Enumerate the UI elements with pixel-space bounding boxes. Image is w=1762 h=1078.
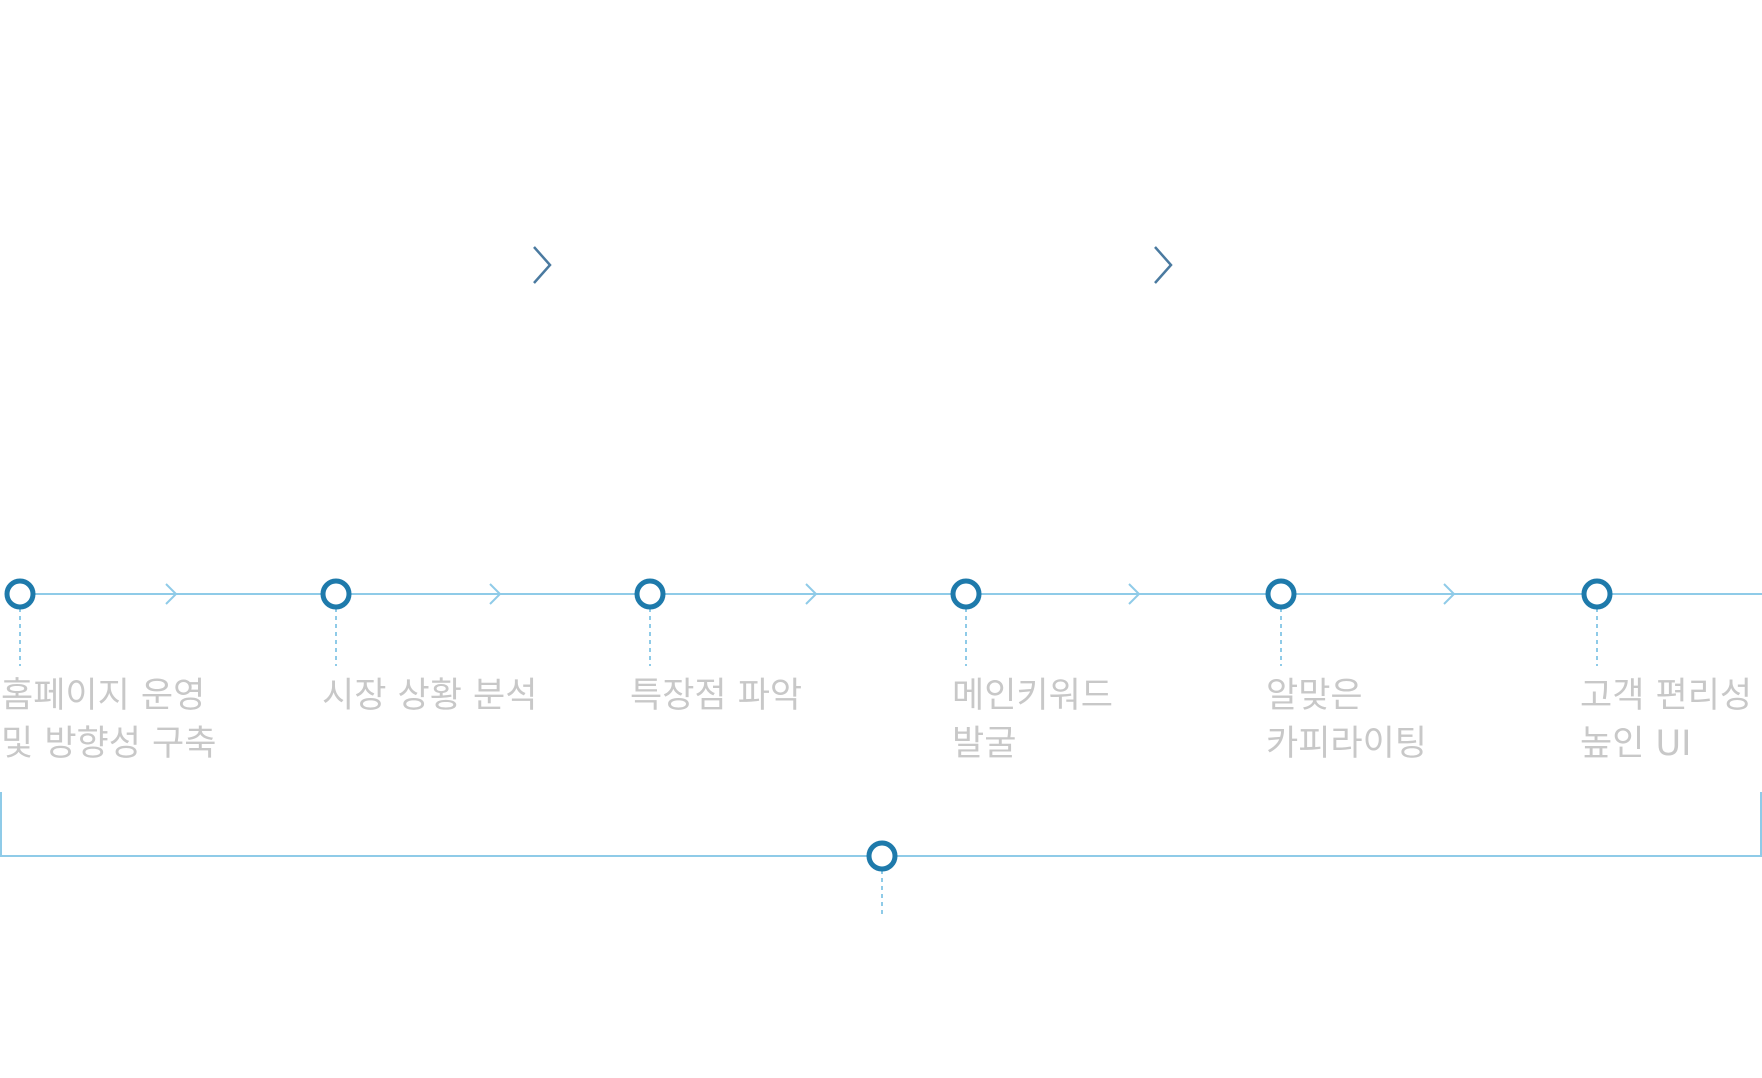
chevron-right-icon — [489, 583, 502, 605]
step-node — [320, 578, 352, 610]
step-label-line1: 알맞은 — [1266, 676, 1363, 716]
step-label-3: 특장점 파악 — [630, 672, 802, 720]
step-node — [634, 578, 666, 610]
step-label-4: 메인키워드 발굴 — [952, 672, 1113, 768]
step-label-line1: 홈페이지 운영 — [1, 676, 206, 716]
timeline-chevrons — [165, 583, 1456, 605]
step-node — [4, 578, 36, 610]
step-label-line2: 높인 UI — [1580, 724, 1692, 764]
step-label-line2: 및 방향성 구축 — [1, 724, 217, 764]
chevron-right-icon — [533, 246, 552, 284]
step-label-line2: 발굴 — [952, 724, 1017, 764]
step-nodes — [4, 578, 1613, 610]
step-label-5: 알맞은 카피라이팅 — [1266, 672, 1427, 768]
step-node — [950, 578, 982, 610]
top-chevrons — [533, 246, 1173, 284]
step-label-line1: 특장점 파악 — [630, 676, 803, 716]
chevron-right-icon — [805, 583, 818, 605]
chevron-right-icon — [1154, 246, 1173, 284]
step-label-line1: 시장 상황 분석 — [322, 676, 538, 716]
step-label-line2: 카피라이팅 — [1266, 724, 1428, 764]
step-node — [1265, 578, 1297, 610]
step-label-line1: 고객 편리성 — [1580, 676, 1753, 716]
step-node — [1581, 578, 1613, 610]
bracket-node — [866, 840, 898, 872]
step-label-1: 홈페이지 운영 및 방향성 구축 — [1, 672, 216, 768]
step-label-6: 고객 편리성 높인 UI — [1580, 672, 1752, 768]
chevron-right-icon — [1128, 583, 1141, 605]
chevron-right-icon — [1443, 583, 1456, 605]
chevron-right-icon — [165, 583, 178, 605]
step-connectors — [19, 608, 1598, 666]
step-label-2: 시장 상황 분석 — [322, 672, 537, 720]
step-label-line1: 메인키워드 — [952, 676, 1114, 716]
